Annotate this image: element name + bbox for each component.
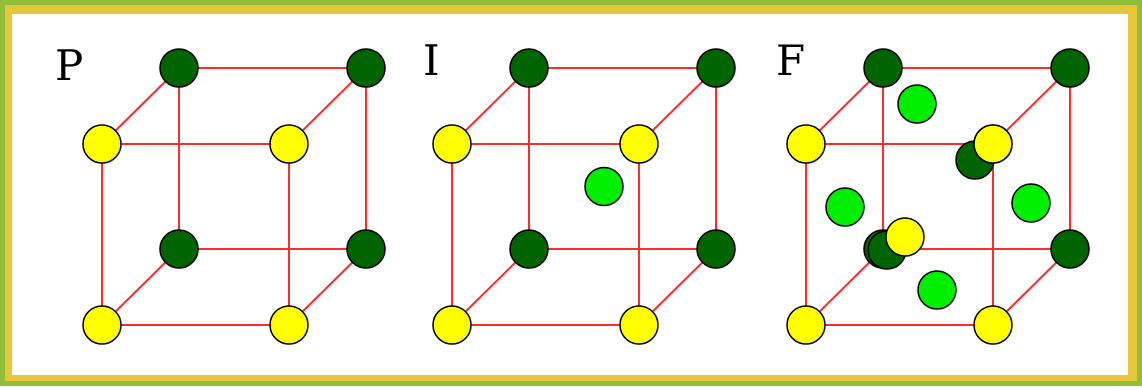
cube-i-front-corner-atom [619,305,659,345]
label-i: I [423,36,440,85]
cube-i-front-corner-atom [432,124,472,164]
cube-f-front-corner-atom [786,124,826,164]
cube-p-front-corner-atom [82,305,122,345]
cube-f-face-center-atom [917,270,957,310]
cube-f-front-face-center-atom [973,124,1013,164]
cube-i-back-corner-atom [696,229,736,269]
cube-f-face-center-atom [897,84,937,124]
cube-i-back-corner-atom [696,48,736,88]
cube-f-front-corner-atom [786,305,826,345]
cube-i-front-corner-atom [432,305,472,345]
white-panel [12,14,1128,375]
cube-p-back-corner-atom [159,48,199,88]
cube-p-front-corner-atom [82,124,122,164]
cube-i-body-center-atom [584,166,624,207]
cube-i-back-corner-atom [509,229,549,269]
cube-f-back-corner-atom [863,48,903,88]
cube-p-front-corner-atom [269,305,309,345]
cube-f-face-center-atom [825,187,865,227]
label-f: F [776,36,805,85]
cube-p-back-corner-atom [346,229,386,269]
cube-f-front-face-center-atom [885,217,925,257]
cube-f-back-corner-atom [1050,229,1090,269]
cube-i-front-corner-atom [619,124,659,164]
label-p: P [55,41,83,90]
cube-i-back-corner-atom [509,48,549,88]
cube-f-back-corner-atom [1050,48,1090,88]
cube-p-back-corner-atom [346,48,386,88]
cube-f-front-corner-atom [973,305,1013,345]
cube-p-front-corner-atom [269,124,309,164]
cube-f-face-center-atom [1011,183,1051,223]
cube-p-back-corner-atom [159,229,199,269]
